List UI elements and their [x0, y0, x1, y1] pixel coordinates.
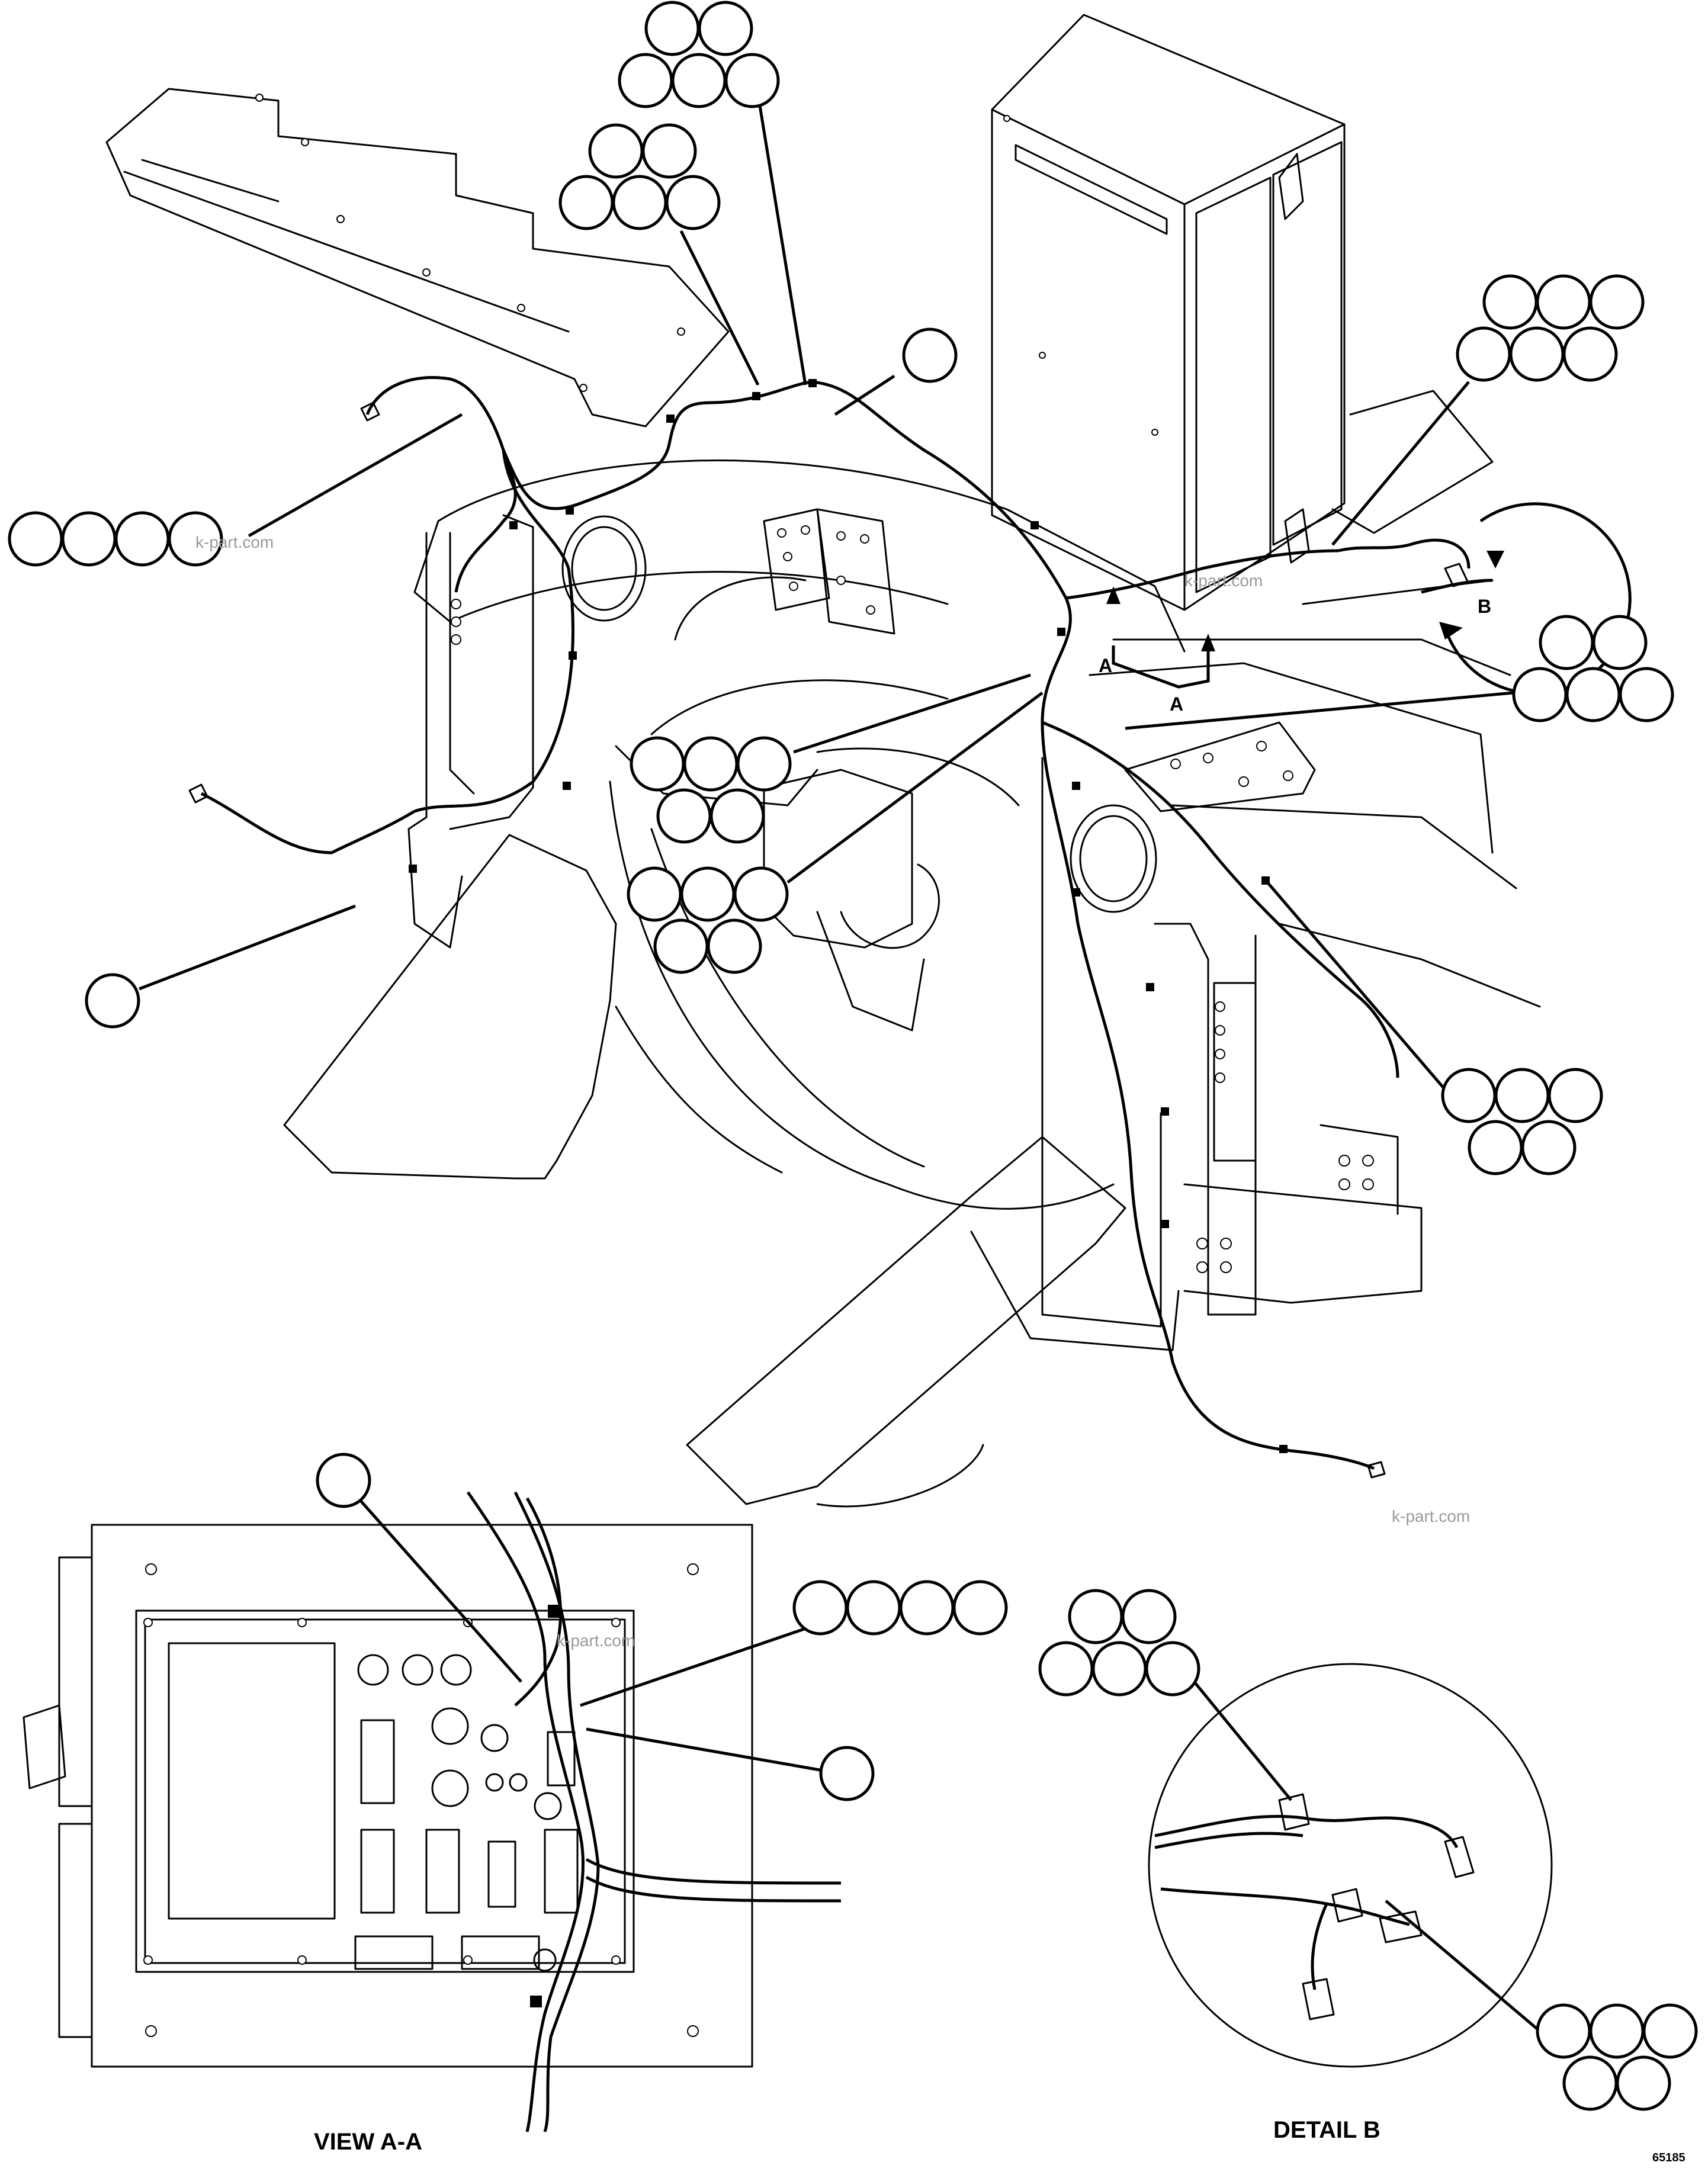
drawing-number: 65185	[1652, 2151, 1685, 2164]
detail-b-title: DETAIL B	[1273, 2117, 1380, 2143]
panel-connectors	[354, 1654, 579, 1972]
callout-balloons-view-a	[316, 1453, 1008, 1801]
watermark-2: k-part.com	[1184, 571, 1263, 590]
panel-screws	[143, 1563, 699, 2037]
section-a-markers: A A	[1099, 586, 1215, 715]
watermark-4: k-part.com	[557, 1631, 635, 1650]
detail-b-marker: B	[1439, 502, 1632, 695]
junction-bolts	[777, 525, 875, 615]
view-a-a-panel	[23, 1491, 842, 2132]
frame-linework	[105, 14, 1541, 1508]
right-upright-holes	[1196, 1001, 1374, 1273]
bracket-holes	[1170, 741, 1293, 787]
section-letter-a-right: A	[1170, 693, 1183, 715]
plate-holes	[255, 94, 685, 392]
left-upright-holes	[451, 599, 461, 645]
section-letter-a-left: A	[1099, 655, 1112, 676]
view-a-a-title: VIEW A-A	[314, 2129, 422, 2155]
callout-balloons-detail-b	[1038, 1589, 1698, 2111]
detail-b-view	[1148, 1663, 1553, 2068]
detail-letter-b: B	[1478, 596, 1491, 617]
harness-clips	[409, 379, 1288, 1453]
watermark-3: k-part.com	[1392, 1507, 1470, 1525]
harness-main	[188, 376, 1493, 1479]
callout-balloons-main	[8, 1, 1674, 1175]
watermark-1: k-part.com	[195, 533, 274, 551]
